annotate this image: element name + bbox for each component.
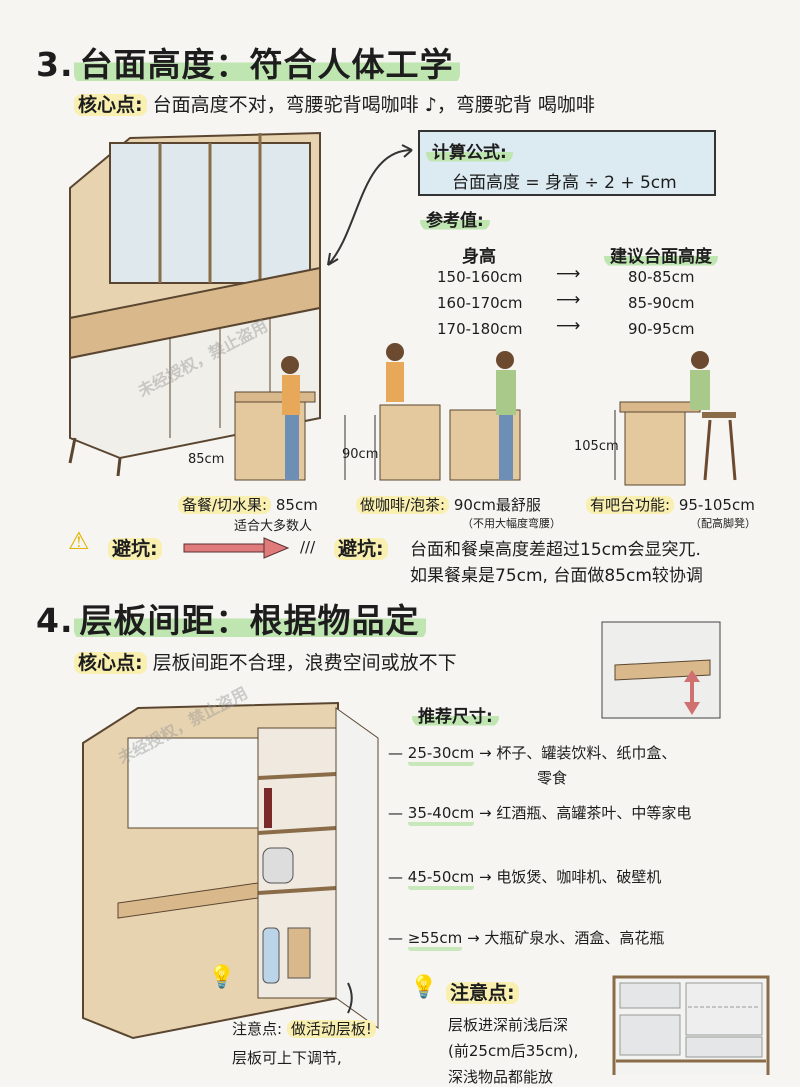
coffee-pour-icon: ♪ [424, 94, 437, 116]
scene-label: 做咖啡/泡茶: [356, 496, 450, 514]
note-left-line: 层板可上下调节, [232, 1049, 342, 1067]
formula-box: 计算公式: 台面高度 = 身高 ÷ 2 + 5cm [418, 130, 716, 196]
measure-label: 105cm [574, 439, 619, 454]
size-items: 大瓶矿泉水、酒盒、高花瓶 [484, 929, 665, 947]
size-items: 杯子、罐装饮料、纸巾盒、 [496, 744, 677, 762]
formula-label: 计算公式: [426, 143, 513, 163]
reference-label: 参考值: [420, 211, 490, 231]
table-cell: 85-90cm [628, 294, 695, 312]
size-row: — ≥55cm → 大瓶矿泉水、酒盒、高花瓶 [388, 927, 665, 951]
section3-title: 3.台面高度：符合人体工学 [36, 38, 460, 86]
red-arrow-icon [183, 537, 290, 559]
warn-label: 避坑: [108, 538, 162, 560]
section4-title: 4.层板间距：根据物品定 [36, 594, 426, 642]
table-header-counter: 建议台面高度 [604, 247, 718, 267]
scene-bar: 有吧台功能: 95-105cm [586, 494, 755, 515]
scene-note: （不用大幅度弯腰） [462, 517, 561, 530]
size-value: 35-40cm [407, 804, 475, 826]
lightbulb-icon: 💡 [208, 965, 236, 990]
scene-coffee: 做咖啡/泡茶: 90cm最舒服 [356, 494, 541, 515]
scene-value: 95-105cm [678, 496, 755, 514]
scene-note: 适合大多数人 [234, 519, 313, 534]
core-label: 核心点: [74, 94, 147, 116]
scene-value: 85cm [275, 496, 318, 514]
arrow-right-icon: ⟶ [556, 316, 581, 336]
note-line: (前25cm后35cm), [448, 1042, 579, 1060]
note-left: 注意点: 做活动层板! [232, 1018, 376, 1039]
core-text-2: ，弯腰驼背 喝咖啡 [436, 94, 595, 116]
table-cell: 90-95cm [628, 320, 695, 338]
section-number: 3. [36, 45, 74, 84]
section4-core: 核心点: 层板间距不合理，浪费空间或放不下 [74, 648, 457, 675]
measure-label: 90cm [342, 447, 379, 462]
arrow-right-icon: ⟶ [556, 290, 581, 310]
warn-text-2: 如果餐桌是75cm, 台面做85cm较协调 [410, 566, 703, 586]
section3-core: 核心点: 台面高度不对，弯腰驼背喝咖啡 ♪，弯腰驼背 喝咖啡 [74, 90, 595, 117]
warn-label-2: 避坑: [334, 538, 388, 560]
open-cabinet-illustration [82, 701, 379, 1040]
arrow-right-icon: ⟶ [556, 264, 581, 284]
scene-value: 90cm最舒服 [453, 496, 541, 514]
section-title-text: 台面高度：符合人体工学 [73, 45, 460, 84]
recommended-label: 推荐尺寸: [412, 707, 499, 727]
shelf-depth-illustration [612, 975, 770, 1075]
table-cell: 160-170cm [437, 294, 523, 312]
size-items-cont: 零食 [537, 769, 568, 787]
table-cell: 150-160cm [437, 268, 523, 286]
scene-label: 有吧台功能: [586, 496, 675, 514]
size-items: 电饭煲、咖啡机、破壁机 [496, 868, 662, 886]
size-row: — 45-50cm → 电饭煲、咖啡机、破壁机 [388, 866, 662, 890]
warning-icon: ⚠ [68, 527, 90, 555]
section-number: 4. [36, 601, 74, 640]
section-title-text: 层板间距：根据物品定 [73, 601, 426, 640]
core-text: 层板间距不合理，浪费空间或放不下 [152, 652, 457, 674]
core-label: 核心点: [74, 652, 147, 674]
size-value: 45-50cm [407, 868, 475, 890]
shelf-adjust-illustration [601, 621, 721, 719]
table-header-height: 身高 [462, 247, 496, 267]
formula-text: 台面高度 = 身高 ÷ 2 + 5cm [452, 173, 677, 193]
counter-height-illustrations [234, 343, 737, 486]
scene-label: 备餐/切水果: [178, 496, 272, 514]
core-text: 台面高度不对，弯腰驼背喝咖啡 [152, 94, 419, 116]
table-cell: 80-85cm [628, 268, 695, 286]
note-left-highlight: 做活动层板! [286, 1020, 376, 1038]
scene-prep: 备餐/切水果: 85cm [178, 494, 318, 515]
note-line: 深浅物品都能放 [448, 1068, 554, 1086]
measure-label: 85cm [188, 452, 225, 467]
size-row: — 25-30cm → 杯子、罐装饮料、纸巾盒、 [388, 742, 677, 766]
size-items: 红酒瓶、高罐茶叶、中等家电 [496, 804, 692, 822]
note-label: 注意点: [446, 982, 519, 1004]
size-value: 25-30cm [407, 744, 475, 766]
table-cell: 170-180cm [437, 320, 523, 338]
motion-lines-icon: /// [300, 538, 316, 556]
note-line: 层板进深前浅后深 [448, 1016, 569, 1034]
size-row: — 35-40cm → 红酒瓶、高罐茶叶、中等家电 [388, 802, 692, 826]
curved-arrow-icon [327, 144, 413, 266]
size-value: ≥55cm [407, 929, 463, 951]
warn-text: 台面和餐桌高度差超过15cm会显突兀. [410, 540, 701, 560]
scene-note: （配高脚凳） [690, 517, 756, 530]
lightbulb-icon-2: 💡 [410, 975, 438, 1000]
note-left-label: 注意点: [232, 1020, 283, 1038]
